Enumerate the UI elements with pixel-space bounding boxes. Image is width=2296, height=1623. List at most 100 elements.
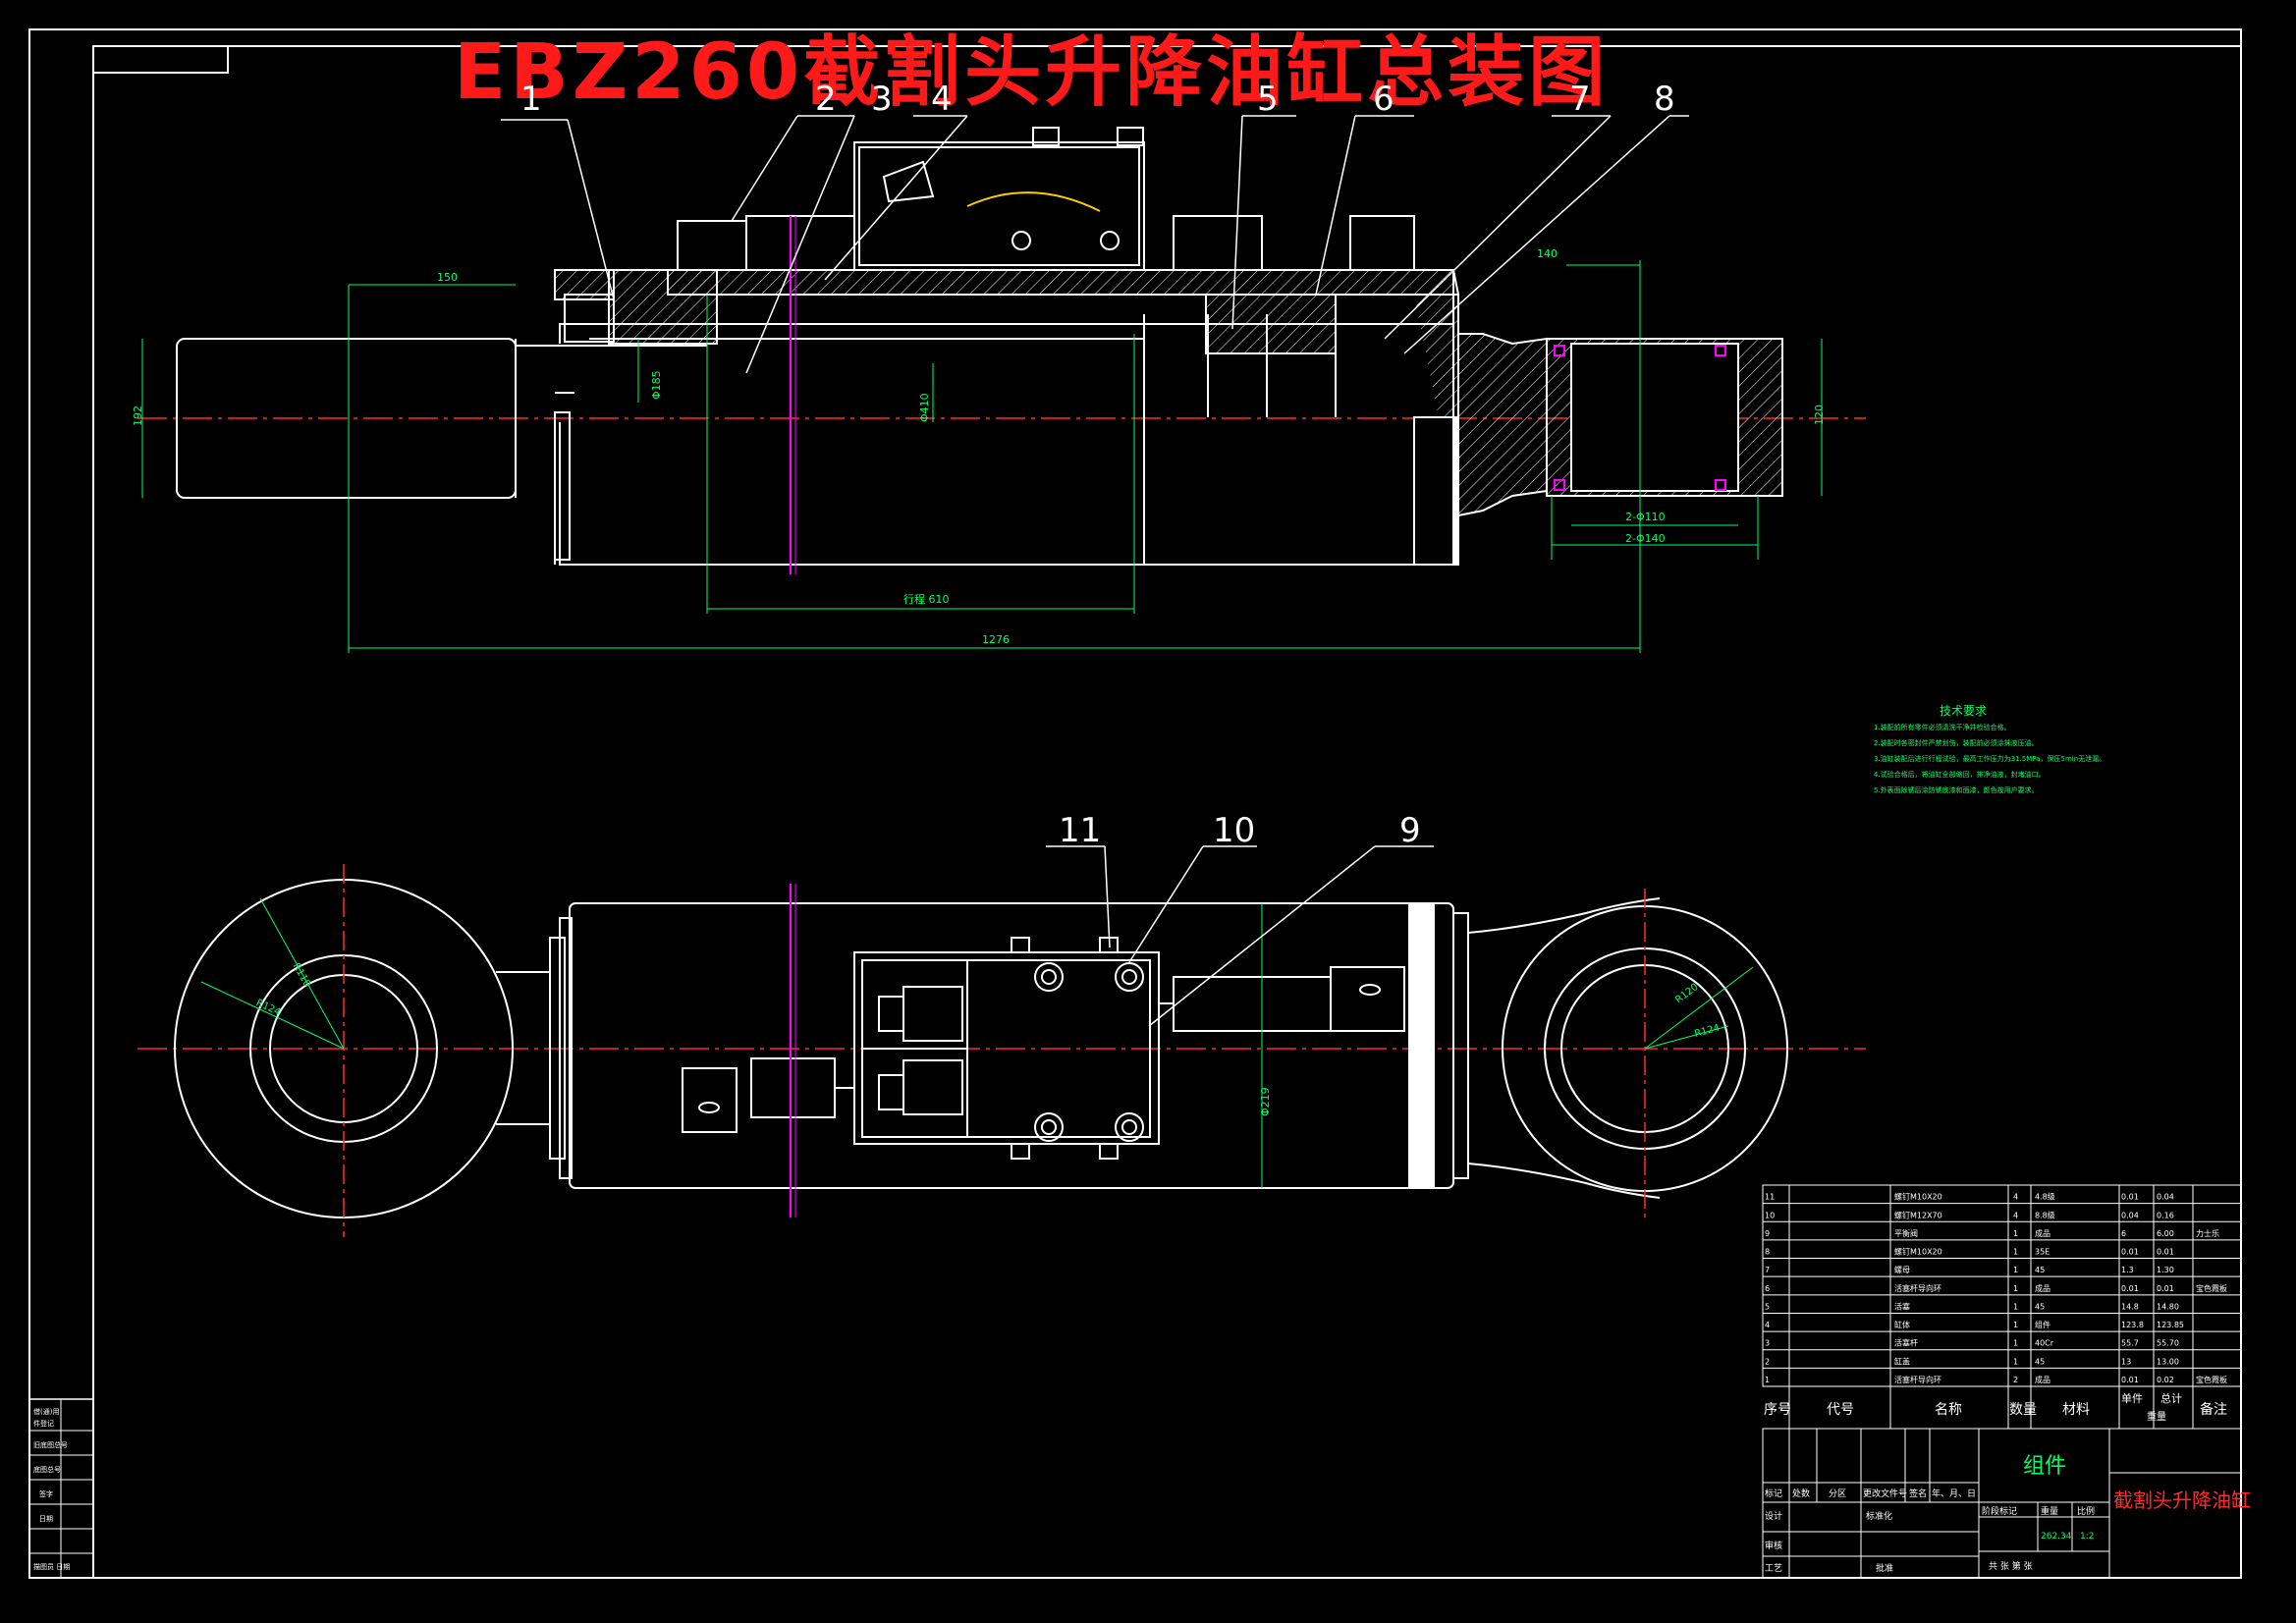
table-cell: 1 [1765,1376,1770,1384]
tech-requirements: 技术要求 1.装配前所有零件必须清洗干净并检验合格。 2.装配时各密封件严禁划伤… [1874,704,2105,794]
table-cell: 成品 [2035,1228,2050,1238]
table-cell: 3 [1765,1339,1770,1348]
table-cell: 55.70 [2157,1339,2179,1348]
callout-7: 7 [1569,80,1591,119]
table-cell: 0.01 [2121,1376,2139,1384]
table-cell: 1 [2013,1302,2018,1311]
tb-scale: 1:2 [2080,1532,2094,1542]
header-seq: 序号 [1764,1402,1791,1418]
callout-5: 5 [1257,80,1279,119]
header-code: 代号 [1827,1402,1854,1418]
side-label-3: 底图总号 [33,1465,61,1474]
tb-weight: 262.34 [2041,1532,2072,1542]
table-cell: 0.04 [2121,1211,2139,1219]
tech-item-4: 4.试验合格后，将油缸全部缩回，排净油液，封堵油口。 [1874,770,2046,779]
table-cell: 缸体 [1894,1320,1910,1329]
external-view [137,864,1866,1237]
tb-standard: 标准化 [1866,1510,1892,1522]
dim-rod-dia: 192 [132,406,144,426]
table-cell: 4.8级 [2035,1192,2055,1202]
header-unit: 单件 [2121,1392,2143,1405]
gland [608,269,718,345]
table-cell: 45 [2035,1357,2045,1366]
title-component: 组件 [2023,1454,2066,1479]
table-cell: 螺母 [1894,1265,1910,1274]
table-cell: 123.8 [2121,1321,2144,1329]
side-label-4: 签字 [39,1489,53,1498]
table-cell: 6 [1765,1284,1770,1293]
table-cell: 1 [2013,1284,2018,1293]
tb-sheets: 共 张 第 张 [1989,1560,2033,1572]
table-cell: 活塞杆 [1894,1338,1918,1348]
tb-design: 设计 [1765,1510,1782,1522]
cylinder-tube [559,412,1454,566]
tb-label-3: 更改文件号 [1863,1488,1907,1499]
table-cell: 1 [2013,1248,2018,1257]
table-cell: 0.01 [2121,1193,2139,1202]
dim-left-eye-r2: R124 [254,998,282,1018]
tb-weight-label: 重量 [2041,1505,2058,1517]
table-cell: 成品 [2035,1283,2050,1293]
header-total: 总计 [2160,1391,2182,1405]
dim-pin1: 2-Φ110 [1625,511,1666,523]
table-cell: 宝色霞板 [2196,1283,2227,1293]
table-cell: 11 [1765,1193,1775,1202]
tb-approve: 批准 [1876,1562,1893,1574]
tb-label-1: 处数 [1792,1488,1810,1499]
table-cell: 9 [1765,1229,1770,1238]
dim-bottom-dia: Φ219 [1259,1087,1272,1116]
table-cell: 1 [2013,1229,2018,1238]
table-cell: 7 [1765,1266,1770,1274]
table-cell: 1 [2013,1321,2018,1329]
tb-label-0: 标记 [1765,1488,1782,1499]
callout-10: 10 [1213,811,1255,850]
side-label-2: 旧底图总号 [33,1440,68,1449]
dim-bore: Φ410 [918,393,931,422]
table-cell: 0.01 [2157,1284,2174,1293]
valve-block-top [853,141,1145,271]
table-cell: 8.8级 [2035,1210,2055,1219]
dim-overall: 1276 [982,633,1010,646]
tb-process: 工艺 [1765,1563,1782,1574]
callout-6: 6 [1373,80,1394,119]
table-cell: 55.7 [2121,1339,2139,1348]
tb-scale-label: 比例 [2077,1505,2095,1517]
barrel-wall [667,269,1454,296]
tb-label-4: 签名 [1909,1488,1927,1499]
side-label-6: 描图员 日期 [33,1562,70,1571]
side-block: 借(通)用 件登记 旧底图总号 底图总号 签字 日期 描图员 日期 [28,1398,94,1579]
table-cell: 1.30 [2157,1266,2174,1274]
table-cell: 宝色霞板 [2196,1375,2227,1384]
table-cell: 123.85 [2157,1321,2184,1329]
table-cell: 1.3 [2121,1266,2134,1274]
top-dimensions [141,260,1823,653]
callout-3: 3 [871,80,893,119]
table-cell: 1 [2013,1357,2018,1366]
section-view [137,127,1866,574]
tb-review: 审核 [1765,1540,1782,1551]
table-cell: 平衡阀 [1894,1228,1918,1238]
table-cell: 6 [2121,1229,2126,1238]
table-cell: 力士乐 [2196,1228,2219,1238]
callout-11: 11 [1059,811,1101,850]
table-cell: 活塞 [1894,1301,1910,1311]
callout-1: 1 [520,80,542,119]
tb-label-2: 分区 [1829,1488,1846,1499]
table-cell: 4 [2013,1193,2018,1202]
table-cell: 组件 [2035,1320,2050,1329]
parts-header: 序号 代号 名称 数量 材料 单件 总计 重量 备注 [1764,1391,2227,1423]
valve-block [853,951,1160,1145]
dim-eye-height: 120 [1813,405,1826,425]
table-cell: 0.04 [2157,1193,2174,1202]
table-cell: 4 [1765,1321,1770,1329]
table-cell: 10 [1765,1211,1775,1219]
dim-left-eye-r1: R110 [291,961,313,989]
bottom-leaders [1046,845,1434,1027]
table-cell: 8 [1765,1248,1770,1257]
dim-stroke: 行程 610 [903,593,950,606]
main-title: EBZ260截割头升降油缸总装图 [454,28,1609,117]
dim-right-eye-r2: R124 [1693,1023,1721,1040]
table-cell: 缸盖 [1894,1356,1910,1366]
